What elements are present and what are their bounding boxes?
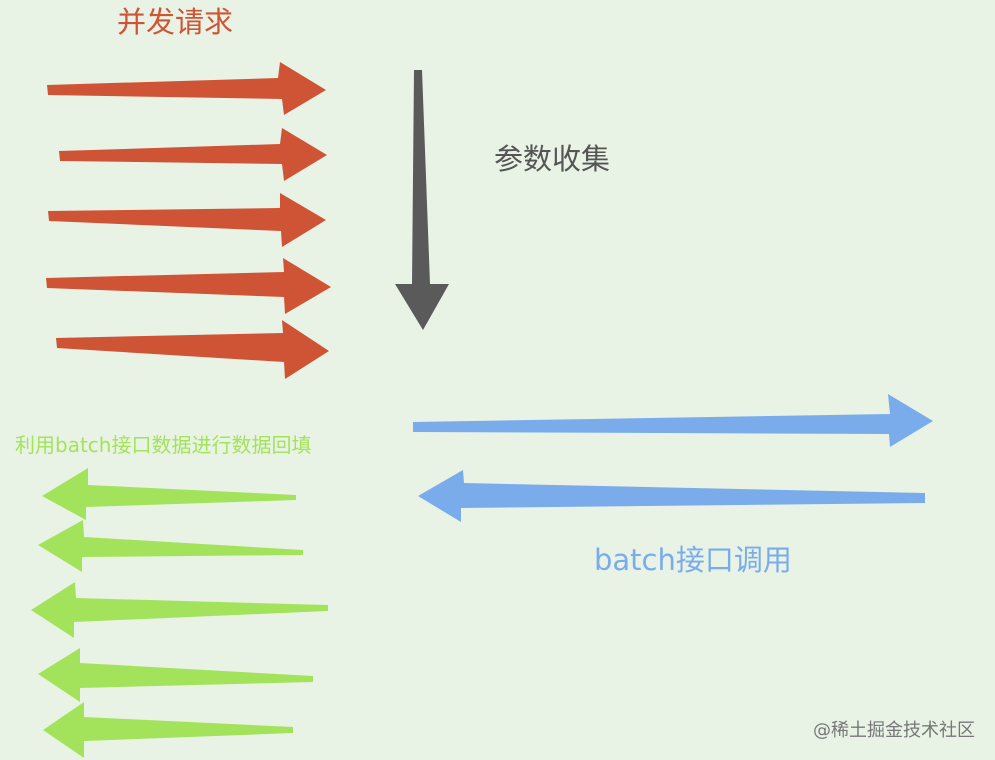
- request-arrow-icon: [46, 258, 331, 314]
- watermark: @稀土掘金技术社区: [813, 720, 975, 741]
- request-arrow-icon: [48, 193, 326, 247]
- request-arrow-icon: [56, 320, 329, 379]
- request-arrow-icon: [59, 128, 327, 181]
- batch-call-label: batch接口调用: [594, 543, 792, 577]
- concurrent-requests-label: 并发请求: [117, 5, 234, 39]
- param-collect-label: 参数收集: [494, 142, 611, 176]
- batch-in-arrow-icon: [418, 470, 925, 522]
- collect-arrow-icon: [395, 70, 449, 330]
- fill-back-label: 利用batch接口数据进行数据回填: [15, 433, 312, 457]
- fill-arrow-icon: [38, 648, 313, 702]
- fill-arrow-icon: [31, 582, 328, 638]
- request-arrow-icon: [47, 62, 326, 115]
- request-arrows-group: [46, 62, 331, 379]
- fill-arrow-icon: [43, 702, 293, 758]
- fill-arrow-icon: [38, 520, 303, 572]
- fill-arrows-group: [31, 468, 328, 758]
- batch-out-arrow-icon: [413, 394, 933, 447]
- fill-arrow-icon: [42, 468, 296, 520]
